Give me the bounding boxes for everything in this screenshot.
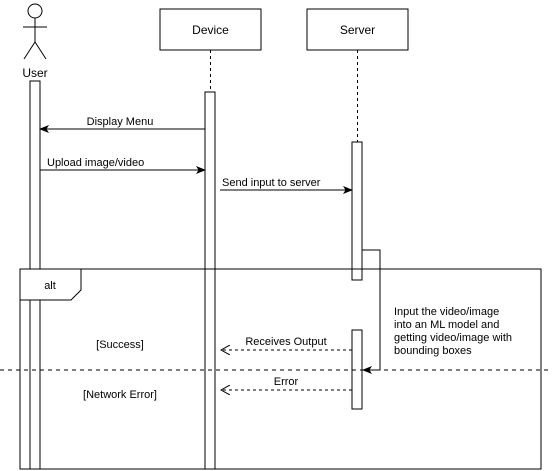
user-actor-icon — [23, 3, 47, 60]
participant-user-label: User — [22, 66, 47, 80]
self-message-label: Input the video/image into an ML model a… — [394, 306, 515, 357]
self-message-line-1: Input the video/image — [394, 306, 499, 318]
message-display-menu-label: Display Menu — [87, 116, 154, 128]
self-message-line-4: bounding boxes — [394, 345, 472, 357]
alt-operator-label: alt — [44, 280, 56, 292]
participant-device-label: Device — [192, 23, 229, 37]
self-message-line-2: into an ML model and — [394, 319, 499, 331]
server-activation-bar — [351, 141, 363, 281]
message-upload-label: Upload image/video — [47, 157, 144, 169]
participant-device-box — [159, 8, 262, 51]
device-activation-bar — [204, 91, 216, 470]
alt-fragment-frame — [19, 268, 542, 470]
message-send-input-label: Send input to server — [222, 177, 321, 189]
alt-fragment-tab — [19, 268, 82, 301]
participant-server-label: Server — [340, 23, 375, 37]
message-error-label: Error — [274, 376, 299, 388]
guard-success: [Success] — [96, 339, 144, 351]
participant-server-box — [306, 8, 409, 51]
self-message-line-3: getting video/image with — [394, 332, 512, 344]
self-message-arrow — [362, 249, 381, 374]
message-receives-output-label: Receives Output — [245, 336, 326, 348]
guard-network-error: [Network Error] — [83, 389, 157, 401]
